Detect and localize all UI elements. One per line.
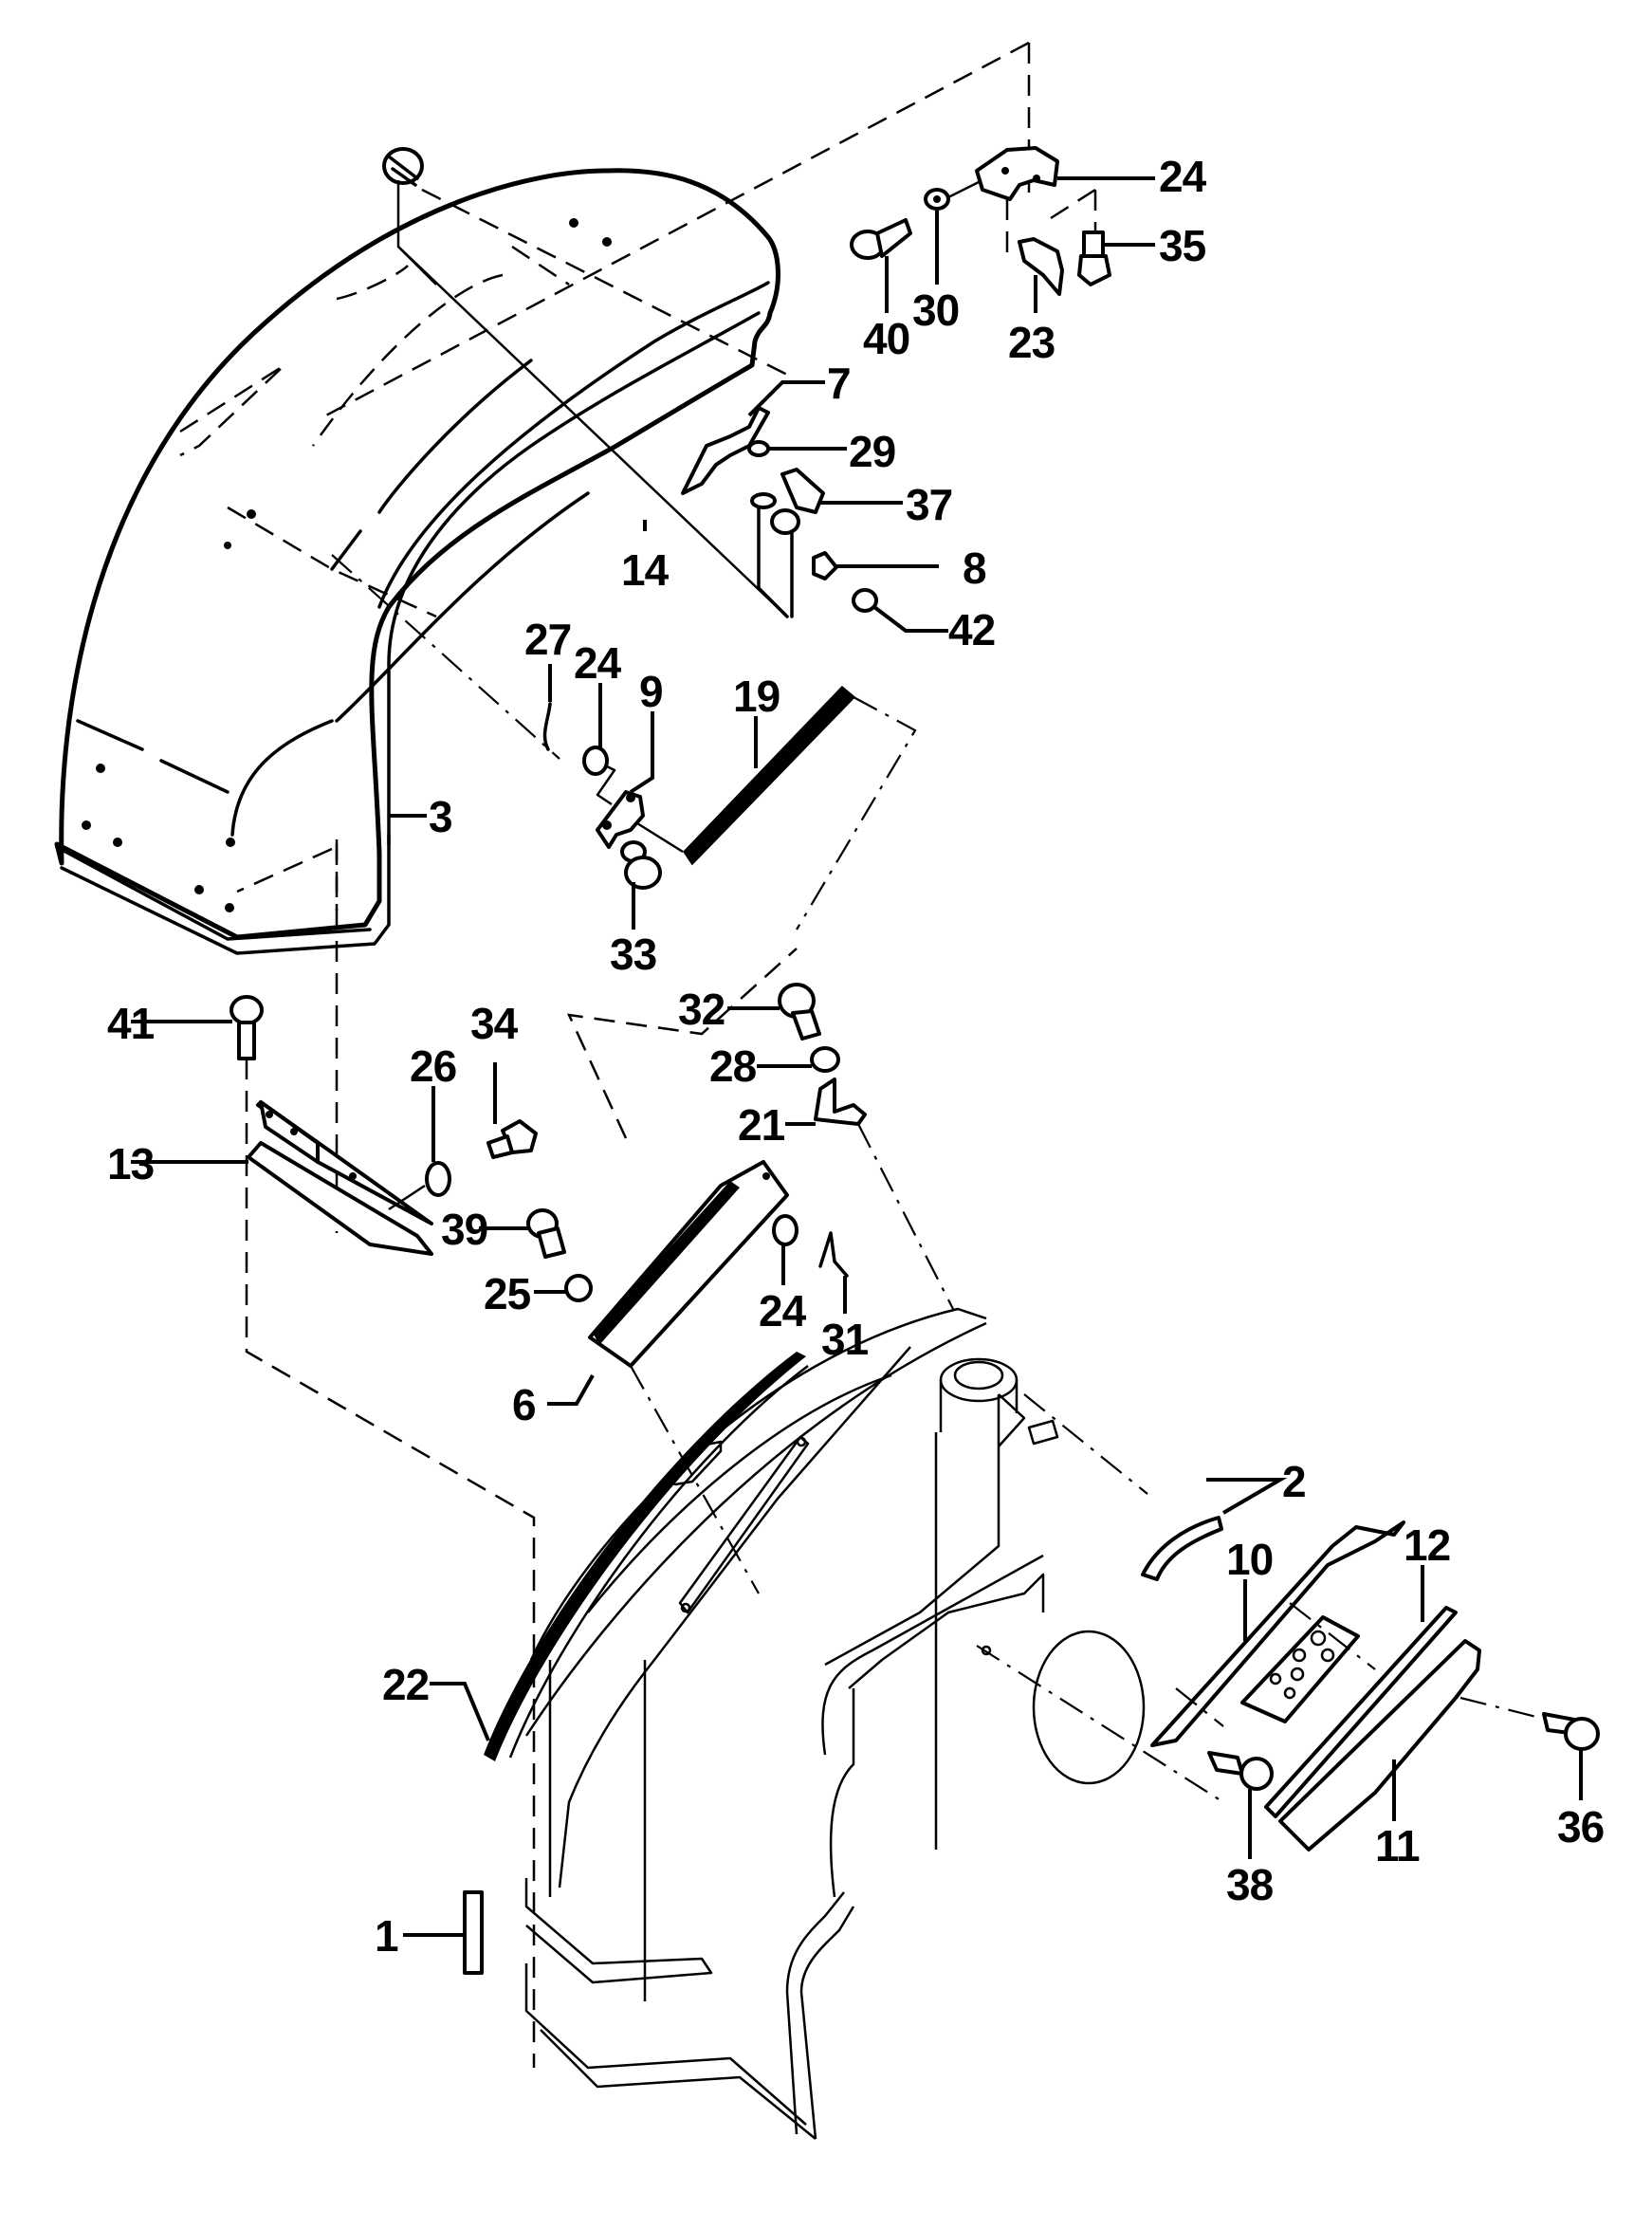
guide-line xyxy=(331,554,560,760)
rod-part-19 xyxy=(683,685,917,930)
callout-10: 10 xyxy=(1226,1535,1273,1584)
washer-part-25 xyxy=(810,1046,840,1073)
callout-31: 31 xyxy=(821,1315,869,1364)
callout-27: 30 xyxy=(912,286,959,335)
washer-part-29 xyxy=(425,1161,451,1197)
bracket-part-10 xyxy=(1150,1520,1405,1747)
pin-part-30 xyxy=(542,702,552,751)
callout-13: 13 xyxy=(107,1139,154,1188)
callout-23: 22 xyxy=(382,1660,429,1709)
seal-part-2 xyxy=(1141,1516,1223,1581)
leader-lines xyxy=(131,176,1583,1937)
guide-line xyxy=(566,948,798,1139)
callout-14: 14 xyxy=(621,545,670,595)
callout-34: 34 xyxy=(470,999,519,1048)
pin-part-8 xyxy=(812,551,838,580)
guide-line xyxy=(421,188,788,377)
callout-24b: 24 xyxy=(759,1286,807,1336)
callout-11: 11 xyxy=(1375,1821,1420,1870)
bolt-part-39 xyxy=(850,218,912,260)
washer-part-27 xyxy=(924,180,980,211)
callout-29: 26 xyxy=(410,1041,456,1091)
strip-part-12 xyxy=(1264,1606,1458,1818)
bolt-part-40 xyxy=(526,1208,566,1259)
bracket-part-20 xyxy=(814,1078,867,1126)
bolt-part-38 xyxy=(1207,1751,1274,1791)
callout-28: 25 xyxy=(484,1269,531,1318)
bracket-part-1 xyxy=(463,1890,484,1975)
callout-22: 24 xyxy=(1159,152,1207,201)
trim-strip-part-23 xyxy=(484,1352,809,1761)
washer-icon xyxy=(750,492,777,509)
callout-8: 8 xyxy=(963,543,986,593)
callout-21: 23 xyxy=(1008,318,1055,367)
leader-14 xyxy=(397,246,788,617)
bolt-part-33 xyxy=(620,840,662,890)
leader-line xyxy=(388,1184,426,1211)
callout-20: 21 xyxy=(738,1100,785,1150)
callout-25: 28 xyxy=(709,1041,757,1091)
bolt-part-41 xyxy=(229,995,264,1060)
callout-1: 1 xyxy=(375,1911,398,1961)
washer-part-28 xyxy=(564,1274,593,1302)
leader-bracket xyxy=(757,506,794,618)
hinge-part-9 xyxy=(596,790,684,854)
callout-2: 2 xyxy=(1282,1457,1306,1506)
callout-30: 27 xyxy=(524,615,571,664)
callout-35: 35 xyxy=(1159,221,1206,270)
nut-part-42 xyxy=(852,588,878,613)
callout-labels: 24 35 23 30 40 7 29 37 8 42 14 3 27 24 9… xyxy=(107,152,1605,1961)
callout-38: 38 xyxy=(1226,1860,1274,1909)
bracket-part-21 xyxy=(1005,199,1064,296)
callout-41: 41 xyxy=(107,999,155,1048)
leader-line xyxy=(596,764,616,806)
callout-32: 32 xyxy=(678,985,725,1034)
pin-part-31 xyxy=(818,1231,849,1278)
washer-part-24b xyxy=(772,1214,798,1246)
plate-part-13 xyxy=(247,1100,433,1256)
callout-24a: 24 xyxy=(574,638,622,688)
washer-part-26 xyxy=(747,440,770,457)
bracket-part-7 xyxy=(681,406,770,495)
bolt-part-32 xyxy=(778,983,821,1041)
bolt-part-37 xyxy=(780,468,825,514)
guide-line xyxy=(245,1059,536,2068)
callout-12: 12 xyxy=(1404,1520,1450,1570)
bolt-part-34 xyxy=(486,1119,538,1159)
callout-6: 6 xyxy=(512,1380,536,1429)
nut-icon xyxy=(770,508,800,535)
callout-36: 36 xyxy=(1557,1802,1604,1851)
callout-26: 29 xyxy=(849,427,895,476)
bolt-part-36 xyxy=(1542,1712,1600,1751)
fender-frame xyxy=(524,1307,1224,2140)
callout-37: 37 xyxy=(906,480,952,529)
washer-part-24 xyxy=(582,746,609,776)
guide-line xyxy=(1175,1602,1537,1727)
callout-3: 3 xyxy=(429,792,452,841)
fender-part-3 xyxy=(54,168,780,955)
bracket-part-22 xyxy=(975,146,1059,201)
guide-line xyxy=(321,41,1030,419)
callout-7: 7 xyxy=(827,359,851,408)
bracket-part-6 xyxy=(588,1160,789,1368)
guide-line xyxy=(857,1123,954,1310)
callout-19: 19 xyxy=(733,672,780,721)
callout-42: 42 xyxy=(948,605,995,654)
callout-9: 9 xyxy=(639,667,663,716)
callout-40: 39 xyxy=(441,1205,487,1254)
callout-39: 40 xyxy=(863,314,909,363)
callout-33: 33 xyxy=(610,930,656,979)
cover-part-11 xyxy=(1278,1639,1481,1851)
guide-line xyxy=(630,1365,760,1594)
